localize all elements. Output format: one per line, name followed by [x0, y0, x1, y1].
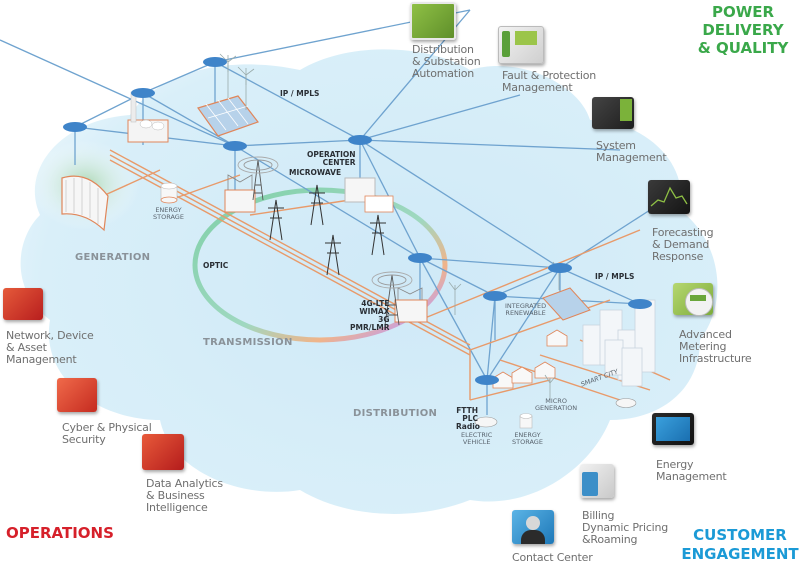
fault-protection-icon	[498, 26, 544, 64]
network-nodes	[63, 57, 652, 385]
electric-vehicle	[474, 416, 498, 428]
system-management-label: System Management	[596, 139, 667, 164]
billing-icon	[580, 464, 614, 498]
smart-meter-icon	[673, 283, 713, 316]
ftth-plc-radio-label: FTTH PLC Radio	[456, 406, 480, 431]
energy-storage-distribution-label: ENERGY STORAGE	[512, 431, 543, 446]
billing-dynamic-pricing-roaming-label: Billing Dynamic Pricing &Roaming	[582, 509, 669, 546]
ip-mpls-top-label: IP / MPLS	[280, 89, 320, 98]
forecasting-demand-response-label: Forecasting & Demand Response	[652, 226, 714, 263]
integrated-renewable-label: INTEGRATED RENEWABLE	[505, 302, 547, 317]
energy-storage-generation-label: ENERGY STORAGE	[153, 206, 184, 221]
cellular-tower	[371, 271, 413, 326]
category-power-delivery-quality: POWER DELIVERY & QUALITY	[697, 3, 789, 57]
hydro-dam	[61, 175, 109, 232]
solar-panels-renewable	[542, 287, 591, 321]
micro-generation-label: MICRO GENERATION	[535, 397, 578, 412]
transmission-pylons	[268, 184, 386, 276]
solar-wind-farm	[197, 53, 259, 137]
energy-storage-distribution	[519, 413, 533, 429]
zone-transmission: TRANSMISSION	[203, 337, 293, 348]
electric-vehicle-label: ELECTRIC VEHICLE	[461, 431, 493, 446]
smart-city-buildings	[582, 299, 656, 387]
analytics-dashboard-icon	[142, 434, 184, 470]
network-cloud	[20, 49, 718, 514]
smart-city-car	[615, 398, 637, 408]
zone-generation: GENERATION	[75, 252, 151, 263]
cyber-physical-security-label: Cyber & Physical Security	[62, 421, 152, 446]
network-map-icon	[3, 288, 43, 320]
security-camera-icon	[57, 378, 97, 412]
optic-ring	[192, 187, 448, 343]
operation-center-label: OPERATION CENTER	[307, 150, 356, 167]
advanced-metering-infrastructure-label: Advanced Metering Infrastructure	[679, 328, 752, 365]
wireless-technologies-label: 4G-LTE WIMAX 3G PMR/LMR	[350, 299, 390, 332]
operation-center-building	[344, 177, 394, 213]
data-analytics-business-intelligence-label: Data Analytics & Business Intelligence	[146, 477, 223, 514]
distribution-automation-icon	[410, 2, 456, 40]
category-customer-engagement: CUSTOMER ENGAGEMENT	[681, 526, 799, 563]
microwave-label: MICROWAVE	[289, 168, 342, 177]
thermal-plant	[127, 91, 169, 143]
energy-storage-generation	[160, 182, 178, 204]
category-operations: OPERATIONS	[6, 524, 114, 542]
energy-management-label: Energy Management	[656, 458, 727, 483]
ip-mpls-right-label: IP / MPLS	[595, 272, 635, 281]
zone-distribution: DISTRIBUTION	[353, 408, 438, 419]
contact-center-label: Contact Center	[512, 551, 593, 564]
distribution-houses	[492, 329, 568, 389]
energy-tablet-icon	[652, 413, 694, 445]
substation-transmission	[394, 287, 428, 323]
microwave-tower	[237, 156, 279, 201]
distribution-substation-automation-label: Distribution & Substation Automation	[412, 43, 481, 80]
network-device-asset-management-label: Network, Device & Asset Management	[6, 329, 94, 366]
contact-agent-icon	[512, 510, 554, 544]
optic-label: OPTIC	[203, 261, 229, 270]
system-management-icon	[592, 97, 634, 129]
substation-generation	[224, 174, 256, 213]
forecasting-chart-icon	[648, 180, 690, 214]
fault-protection-management-label: Fault & Protection Management	[502, 69, 597, 94]
